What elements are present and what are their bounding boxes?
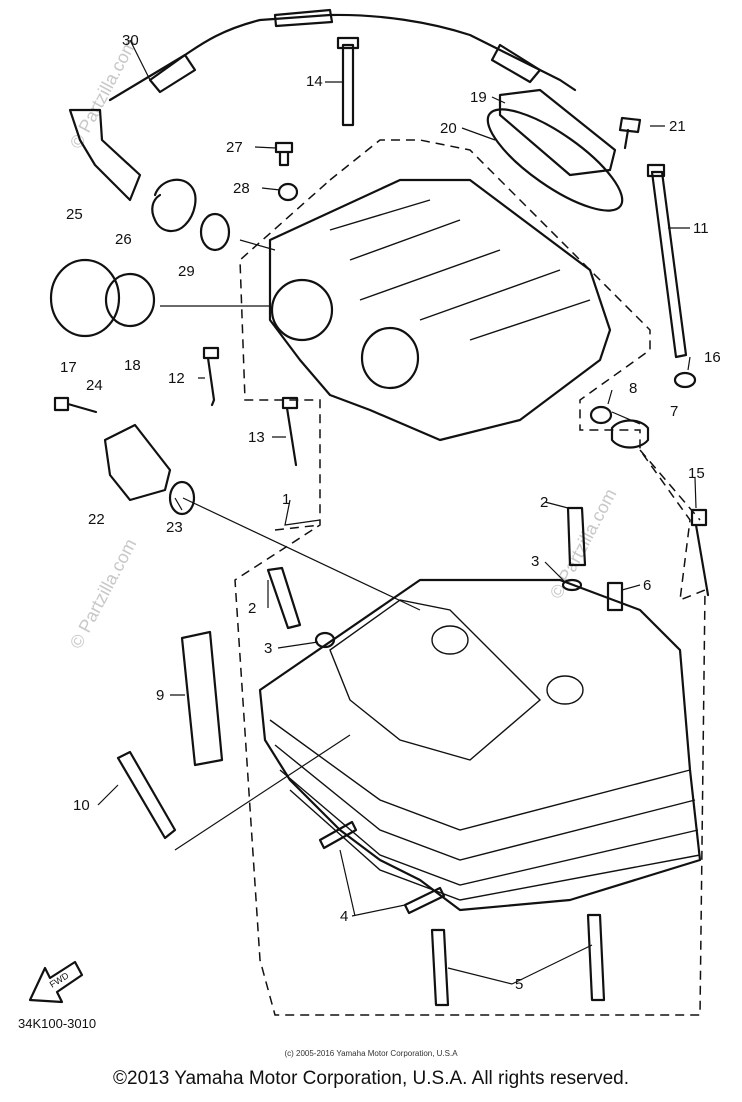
callout-20: 20 [440,120,457,137]
dowel-6 [606,581,624,612]
shaft-25 [68,108,142,202]
callout-24: 24 [86,377,103,394]
callout-8: 8 [629,380,637,397]
callout-14: 14 [306,73,323,90]
callout-3: 3 [531,553,539,570]
callout-13: 13 [248,429,265,446]
cylinder-head-fins [269,719,701,901]
nut-28 [277,182,299,202]
bolt-24 [53,396,98,414]
diagram-code: 34K100-3010 [18,1016,97,1031]
bolt-21 [618,116,642,150]
cover-port [270,278,334,342]
o-ring-18 [104,272,156,328]
cover-ribs [329,199,591,341]
stud-11 [646,163,688,359]
stud-5 [430,928,450,1007]
seal-29 [199,212,231,252]
callout-18: 18 [124,357,141,374]
valve-seat [431,625,469,655]
upper-assembly-outline [234,139,706,1016]
callout-23: 23 [166,519,183,536]
callout-2b: 2 [248,600,256,617]
part-9 [180,630,224,767]
flange-22 [103,423,172,502]
callout-30: 30 [122,32,139,49]
cable-end-30 [148,53,197,94]
cap-17 [49,258,121,338]
callout-16: 16 [704,349,721,366]
callout-2: 2 [540,494,548,511]
callout-11: 11 [693,220,709,237]
callout-1: 1 [282,491,290,508]
bolt-12 [202,346,220,407]
leader-lines [97,39,697,985]
valve-seat [546,675,584,705]
callout-5: 5 [515,976,523,993]
fwd-label: FWD [48,970,71,990]
o-ring-20 [486,108,624,212]
callout-21: 21 [669,118,686,135]
callout-22: 22 [88,511,105,528]
stud-15 [690,508,710,597]
o-ring-23 [168,480,196,516]
cylinder-head [258,578,702,912]
cover-port [360,326,420,390]
callout-17: 17 [60,359,77,376]
stud-4 [318,820,358,850]
cover-19 [498,88,617,177]
lower-assembly-outline [274,449,701,531]
bolt-14 [336,36,360,127]
washer-16 [673,371,697,389]
stud-4 [403,886,446,915]
callout-29: 29 [178,263,195,280]
copyright-notice: ©2013 Yamaha Motor Corporation, U.S.A. A… [113,1068,629,1089]
spring-26 [151,178,197,233]
bolt-13 [281,396,299,467]
callout-12: 12 [168,370,185,387]
cable-adjuster [273,8,542,84]
valve-guide-2 [566,506,587,567]
cylinder-head-ports [329,599,542,761]
callout-9: 9 [156,687,164,704]
callout-3b: 3 [264,640,272,657]
clip-3 [561,578,583,592]
o-ring-8 [589,405,613,425]
clip-3 [314,631,336,649]
valve-guide-2 [266,566,302,630]
fwd-arrow-icon: FWD [28,960,84,1004]
watermark: © Partzilla.com [66,535,141,651]
callout-26: 26 [115,231,132,248]
small-copyright: (c) 2005-2016 Yamaha Motor Corporation, … [284,1049,458,1058]
callout-7: 7 [670,403,678,420]
stud-5 [586,913,606,1002]
callout-6: 6 [643,577,651,594]
callout-27: 27 [226,139,243,156]
callout-10: 10 [73,797,90,814]
callout-4: 4 [340,908,348,925]
callout-28: 28 [233,180,250,197]
bolt-27 [274,141,294,167]
callout-25: 25 [66,206,83,223]
callout-15: 15 [688,465,705,482]
plug-7 [610,419,650,449]
callout-19: 19 [470,89,487,106]
spark-plug-10 [116,750,177,840]
head-cover [268,178,612,442]
